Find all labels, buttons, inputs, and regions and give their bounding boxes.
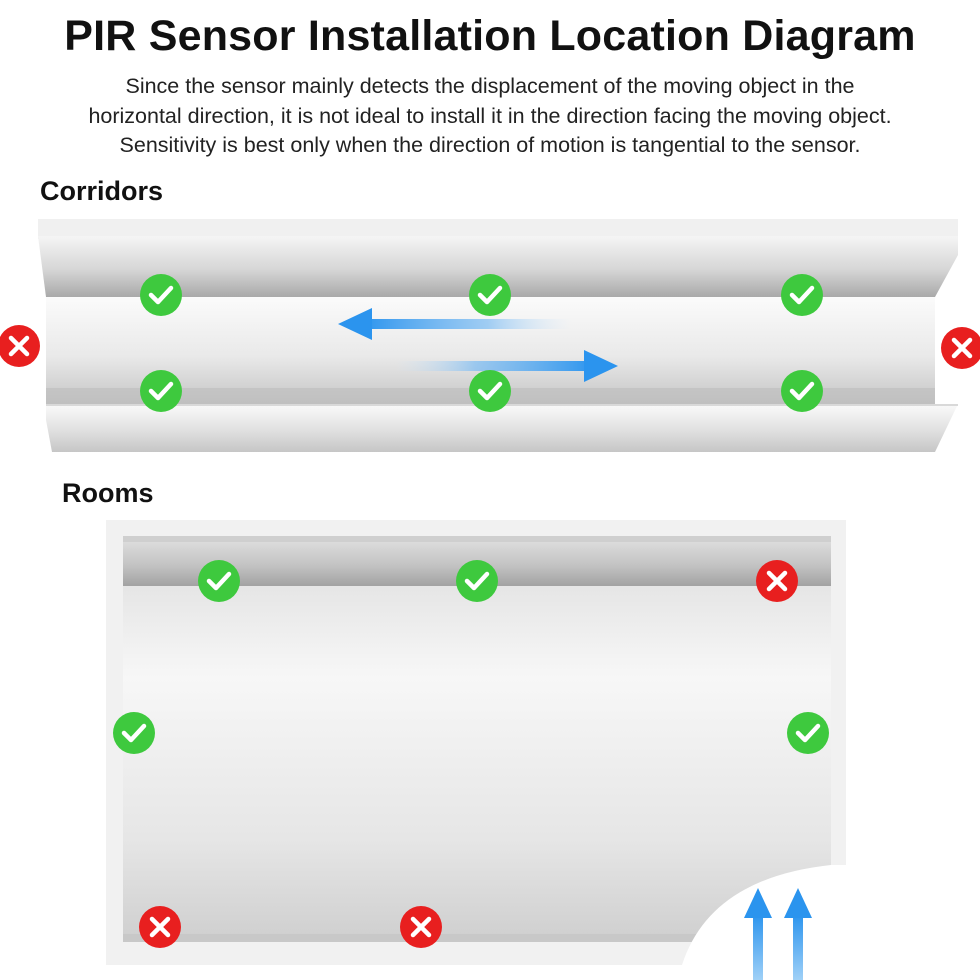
description: Since the sensor mainly detects the disp… bbox=[20, 72, 960, 161]
corridor-bottom-wall bbox=[46, 404, 958, 452]
description-line: horizontal direction, it is not ideal to… bbox=[88, 103, 892, 128]
check-circle-icon bbox=[113, 712, 155, 754]
cross-circle-icon bbox=[756, 560, 798, 602]
cross-circle-icon bbox=[139, 906, 181, 948]
room-top-wall-highlight bbox=[123, 536, 831, 542]
door-opening bbox=[682, 865, 846, 980]
check-circle-icon bbox=[198, 560, 240, 602]
check-circle-icon bbox=[456, 560, 498, 602]
check-circle-icon bbox=[781, 274, 823, 316]
check-circle-icon bbox=[469, 370, 511, 412]
motion-arrow-icon bbox=[784, 888, 812, 980]
check-circle-icon bbox=[787, 712, 829, 754]
motion-arrow-icon bbox=[338, 308, 572, 340]
cross-circle-icon bbox=[0, 325, 40, 367]
description-line: Sensitivity is best only when the direct… bbox=[119, 133, 861, 157]
room-floor bbox=[123, 536, 831, 940]
cross-circle-icon bbox=[400, 906, 442, 948]
corridors-heading: Corridors bbox=[40, 176, 164, 206]
corridor-diagram bbox=[38, 219, 958, 452]
check-circle-icon bbox=[140, 274, 182, 316]
motion-arrow-icon bbox=[395, 350, 618, 382]
rooms-heading: Rooms bbox=[62, 478, 154, 508]
cross-circle-icon bbox=[941, 327, 980, 369]
page-title: PIR Sensor Installation Location Diagram bbox=[64, 12, 916, 60]
check-circle-icon bbox=[469, 274, 511, 316]
motion-arrow-icon bbox=[744, 888, 772, 980]
corridor-top-wall bbox=[38, 236, 958, 297]
corridor-back-edge bbox=[38, 219, 958, 239]
check-circle-icon bbox=[781, 370, 823, 412]
room-bottom-edge bbox=[123, 934, 831, 942]
room-diagram bbox=[106, 520, 846, 980]
description-line: Since the sensor mainly detects the disp… bbox=[125, 74, 855, 98]
check-circle-icon bbox=[140, 370, 182, 412]
